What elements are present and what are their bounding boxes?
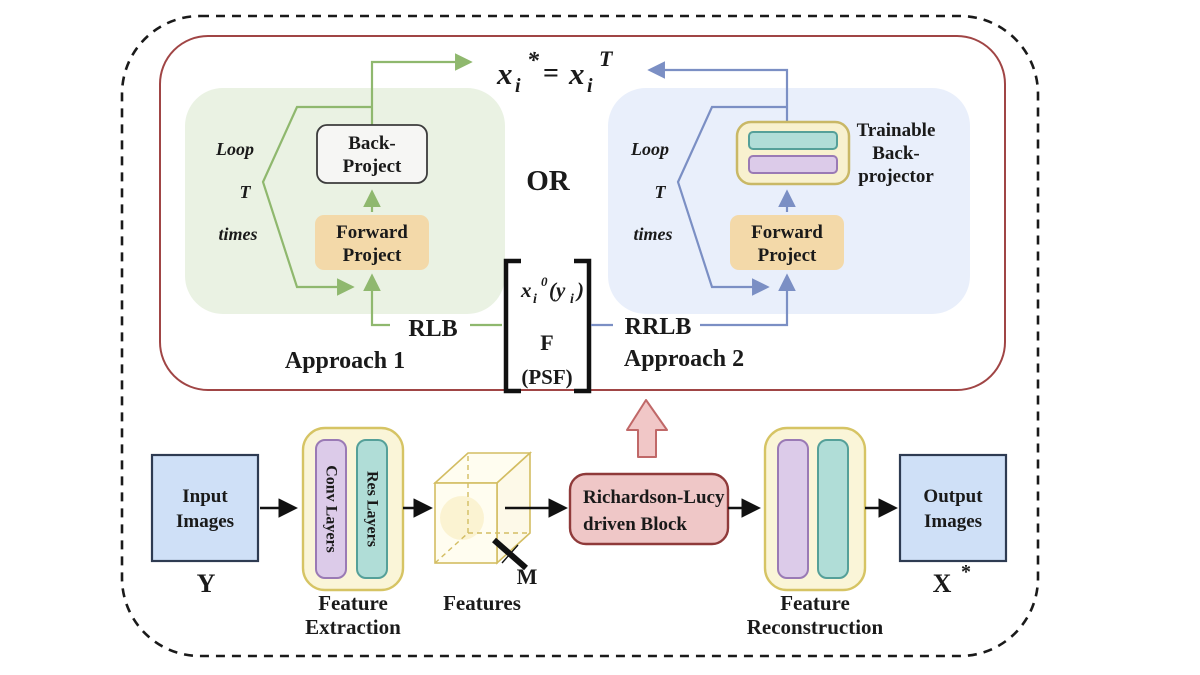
approach1-panel [185, 88, 505, 314]
loop-label-2: Loop [630, 139, 669, 159]
loop-label-1c: times [219, 224, 258, 244]
init-paren: ) [575, 278, 584, 302]
fr-caption-1: Feature [780, 591, 850, 615]
back-project-box [316, 124, 428, 184]
init-x: x [520, 278, 532, 302]
forward-project1-label-1: Forward [336, 222, 408, 243]
features-cube [432, 451, 533, 571]
fr-teal-bar [817, 439, 849, 579]
output-images-box [898, 453, 1008, 563]
outer-dashed-frame [120, 14, 1040, 658]
output-symbol-X: X [933, 569, 952, 598]
input-images-box [150, 453, 260, 563]
rrlb-label: RRLB [625, 314, 692, 340]
res-layers-label: Res Layers [364, 471, 381, 547]
formula-sub-i1: i [515, 75, 521, 97]
fe-caption-1: Feature [318, 591, 388, 615]
blue-loop-line [676, 105, 787, 296]
loop-label-2b: T [655, 182, 667, 202]
green-loop-line [261, 105, 372, 296]
init-sub-i: i [533, 292, 537, 307]
res-layers-bar [356, 439, 388, 579]
formula-sup-star: * [527, 48, 540, 74]
forward-project-box-1 [315, 215, 429, 270]
rlb-label: RLB [408, 316, 457, 342]
rl-block-label-2: driven Block [583, 514, 687, 535]
approach1-label: Approach 1 [285, 348, 405, 374]
rl-block-label-1: Richardson-Lucy [583, 487, 725, 508]
output-label-2: Images [924, 511, 982, 532]
conv-layers-label: Conv Layers [323, 465, 340, 553]
forward-project2-label-1: Forward [751, 222, 823, 243]
trainable-layer-purple [748, 155, 838, 174]
init-bracket: x i 0 (y i ) F (PSF) [503, 258, 592, 394]
init-f-label: F [540, 330, 553, 355]
output-label-1: Output [923, 486, 983, 507]
approach2-label: Approach 2 [624, 346, 744, 372]
back-project-label-1: Back- [348, 133, 396, 154]
formula-sub-i2: i [587, 75, 593, 97]
formula-x2: x [568, 56, 585, 91]
trainable-label-1: Trainable [857, 120, 936, 141]
forward-project2-label-2: Project [758, 245, 817, 266]
init-psf-label: (PSF) [521, 365, 572, 389]
features-caption: Features [443, 591, 521, 615]
forward-project1-label-2: Project [343, 245, 402, 266]
output-formula: x i * = x i T [496, 46, 614, 97]
trainable-label-3: projector [858, 166, 934, 187]
green-arrow-to-formula [370, 53, 473, 125]
back-project-label-2: Project [343, 156, 402, 177]
blue-arrow-into-fwd [700, 273, 796, 327]
init-sub-i2: i [570, 292, 574, 307]
loop-label-1: Loop [215, 139, 254, 159]
input-symbol-Y: Y [197, 569, 216, 598]
trainable-label-2: Back- [872, 143, 920, 164]
fr-caption-2: Reconstruction [747, 615, 884, 639]
conv-layers-bar [315, 439, 347, 579]
init-sup-0: 0 [541, 274, 548, 289]
features-dim-M: M [517, 564, 538, 589]
trainable-layer-teal [748, 131, 838, 150]
formula-x1: x [496, 56, 513, 91]
forward-project-box-2 [730, 215, 844, 270]
fe-caption-2: Extraction [305, 615, 401, 639]
green-arrow-into-fwd [363, 273, 390, 327]
input-label-1: Input [182, 486, 228, 507]
or-label: OR [526, 165, 571, 197]
input-label-2: Images [176, 511, 234, 532]
formula-sup-T: T [599, 46, 614, 71]
blue-arrow-to-formula [647, 61, 789, 122]
formula-equals: = [543, 58, 559, 89]
loop-label-2c: times [634, 224, 673, 244]
fr-purple-bar [777, 439, 809, 579]
init-y: (y [549, 278, 566, 302]
output-symbol-star: * [961, 561, 971, 583]
loop-label-1b: T [240, 182, 252, 202]
pink-up-arrow [626, 399, 668, 458]
